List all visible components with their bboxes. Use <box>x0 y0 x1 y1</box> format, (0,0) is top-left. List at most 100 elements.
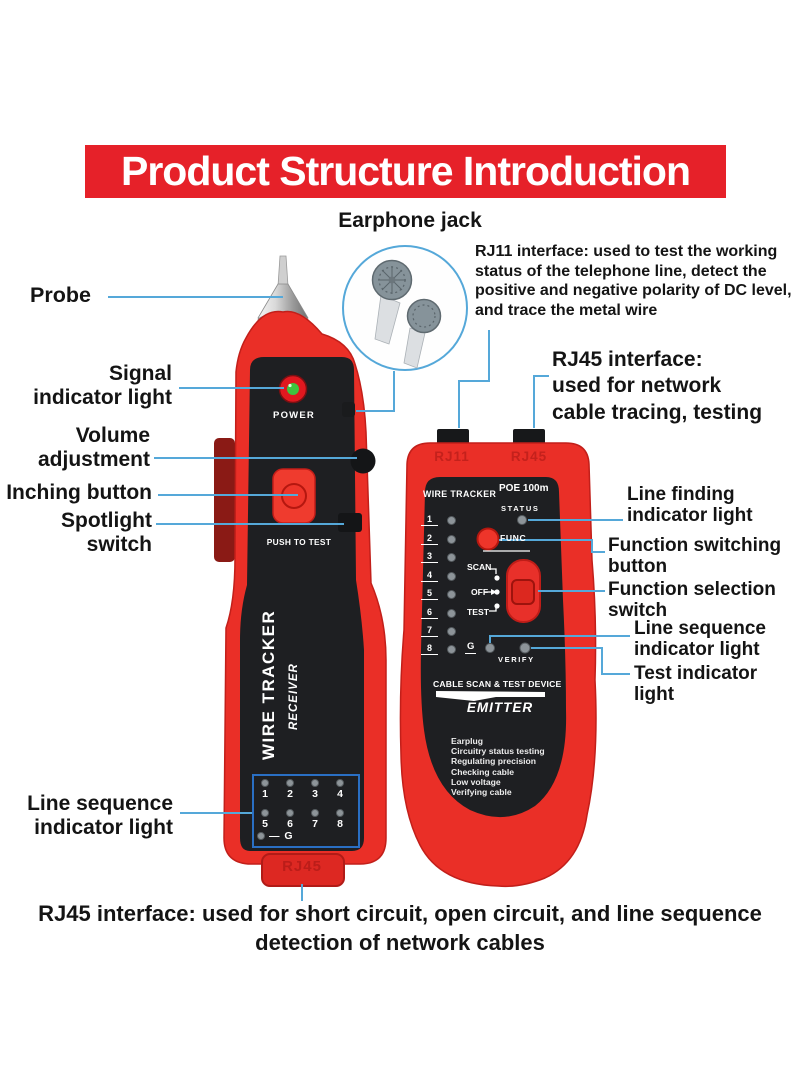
feature-item: Earplug <box>451 736 483 746</box>
grid-led <box>261 779 269 787</box>
feature-item: Circuitry status testing <box>451 746 545 757</box>
mode-test-label: TEST <box>467 607 489 617</box>
channel-row: 4 <box>421 569 456 583</box>
spotlight-switch <box>338 513 362 532</box>
label-function-switching: Function switching button <box>608 535 782 578</box>
leader-lines <box>108 296 630 901</box>
func-label: FUNC <box>500 533 527 543</box>
label-bottom-note: RJ45 interface: used for short circuit, … <box>38 901 762 955</box>
grid-number: 8 <box>337 818 343 830</box>
channel-number: 2 <box>421 533 438 545</box>
receiver-line-sequence-grid: 1 2 3 4 5 6 7 8 — G <box>252 774 360 848</box>
label-earphone-jack: Earphone jack <box>338 209 482 232</box>
page-title: Product Structure Introduction <box>120 148 691 194</box>
label-line-sequence-left: Line sequence indicator light <box>27 792 173 839</box>
receiver-panel <box>240 357 364 851</box>
leader-rj11 <box>458 330 490 428</box>
receiver-port-label: RJ45 <box>282 858 322 875</box>
feature-item: Verifying cable <box>451 787 512 798</box>
channel-number: 6 <box>421 607 438 619</box>
label-probe: Probe <box>30 283 91 307</box>
grid-number: 6 <box>287 818 293 830</box>
label-rj11-info: RJ11 interface: used to test the working… <box>475 243 792 319</box>
verify-led <box>519 642 531 654</box>
verify-label: VERIFY <box>498 655 535 664</box>
feature-list: Earplug Circuitry status testing Regulat… <box>451 736 545 797</box>
grid-led <box>261 809 269 817</box>
label-spotlight-switch: Spotlight switch <box>61 509 152 556</box>
channel-led <box>447 534 456 544</box>
grid-number: 4 <box>337 788 343 800</box>
emitter-rj45-label: RJ45 <box>510 449 548 464</box>
channel-row: 6 <box>421 606 456 620</box>
channel-row: 7 <box>421 624 456 638</box>
grid-number: 2 <box>287 788 293 800</box>
channel-led <box>447 571 456 581</box>
channel-led <box>447 644 456 654</box>
emitter-role-label: EMITTER <box>466 700 534 715</box>
channel-number: 8 <box>421 643 438 655</box>
feature-item: Checking cable <box>451 766 515 777</box>
poe-label: POE 100m <box>499 483 549 494</box>
emitter-rj11-label: RJ11 <box>434 449 470 464</box>
earbuds-icon <box>371 259 442 334</box>
mode-scan-label: SCAN <box>467 562 492 572</box>
channel-number: 1 <box>421 514 438 526</box>
earphone-jack-port <box>342 402 355 417</box>
ground-label: G <box>465 641 477 654</box>
grid-number: 1 <box>262 788 268 800</box>
grid-led <box>286 779 294 787</box>
grid-number: 5 <box>262 818 268 830</box>
channel-led <box>447 589 456 599</box>
label-line-sequence-right: Line sequence indicator light <box>634 618 766 661</box>
g-led <box>485 643 495 653</box>
channel-row: 8 <box>421 642 456 656</box>
channel-led <box>447 552 456 562</box>
switch-slider <box>511 579 535 605</box>
label-test-indicator: Test indicator light <box>634 663 758 706</box>
leader-test-indicator <box>531 647 630 675</box>
grid-led <box>257 832 265 840</box>
grid-led <box>311 809 319 817</box>
receiver-role-label: RECEIVER <box>288 663 300 730</box>
probe-needle <box>277 255 289 287</box>
feature-item: Low voltage <box>451 776 501 787</box>
status-label: STATUS <box>501 504 540 513</box>
volume-wheel <box>350 448 376 474</box>
receiver-device <box>214 255 387 887</box>
channel-row: 5 <box>421 587 456 601</box>
push-to-test-label: PUSH TO TEST <box>266 537 332 547</box>
label-signal-indicator: Signal indicator light <box>33 362 172 409</box>
feature-item: Regulating precision <box>451 756 536 767</box>
leader-rj45 <box>533 375 549 428</box>
grid-led <box>311 779 319 787</box>
label-inching-button: Inching button <box>6 481 152 504</box>
leader-earphone-jack <box>356 371 395 412</box>
panel-divider <box>436 691 545 701</box>
grid-led <box>286 809 294 817</box>
grid-number: 7 <box>312 818 318 830</box>
channel-row: 3 <box>421 550 456 564</box>
mode-off-label: OFF <box>471 587 489 597</box>
receiver-name-label: WIRE TRACKER <box>259 609 278 760</box>
label-rj45-info: RJ45 interface: used for network cable t… <box>552 348 763 424</box>
label-function-selection: Function selection switch <box>608 579 776 622</box>
power-label: POWER <box>273 410 315 421</box>
status-led <box>517 515 527 525</box>
func-button <box>476 527 500 551</box>
channel-number: 4 <box>421 570 438 582</box>
channel-led <box>447 626 456 636</box>
label-line-finding: Line finding indicator light <box>627 484 753 527</box>
channel-number: 3 <box>421 551 438 563</box>
earphone-jack-detail <box>342 245 468 371</box>
grid-led <box>336 809 344 817</box>
channel-led <box>447 515 456 525</box>
receiver-clip <box>214 438 235 562</box>
emitter-name-label: WIRE TRACKER <box>423 489 497 499</box>
channel-led <box>447 608 456 618</box>
grid-led <box>336 779 344 787</box>
channel-row: 1 <box>421 513 456 527</box>
channel-row: 2 <box>421 532 456 546</box>
leader-line-sequence-right <box>489 635 630 643</box>
